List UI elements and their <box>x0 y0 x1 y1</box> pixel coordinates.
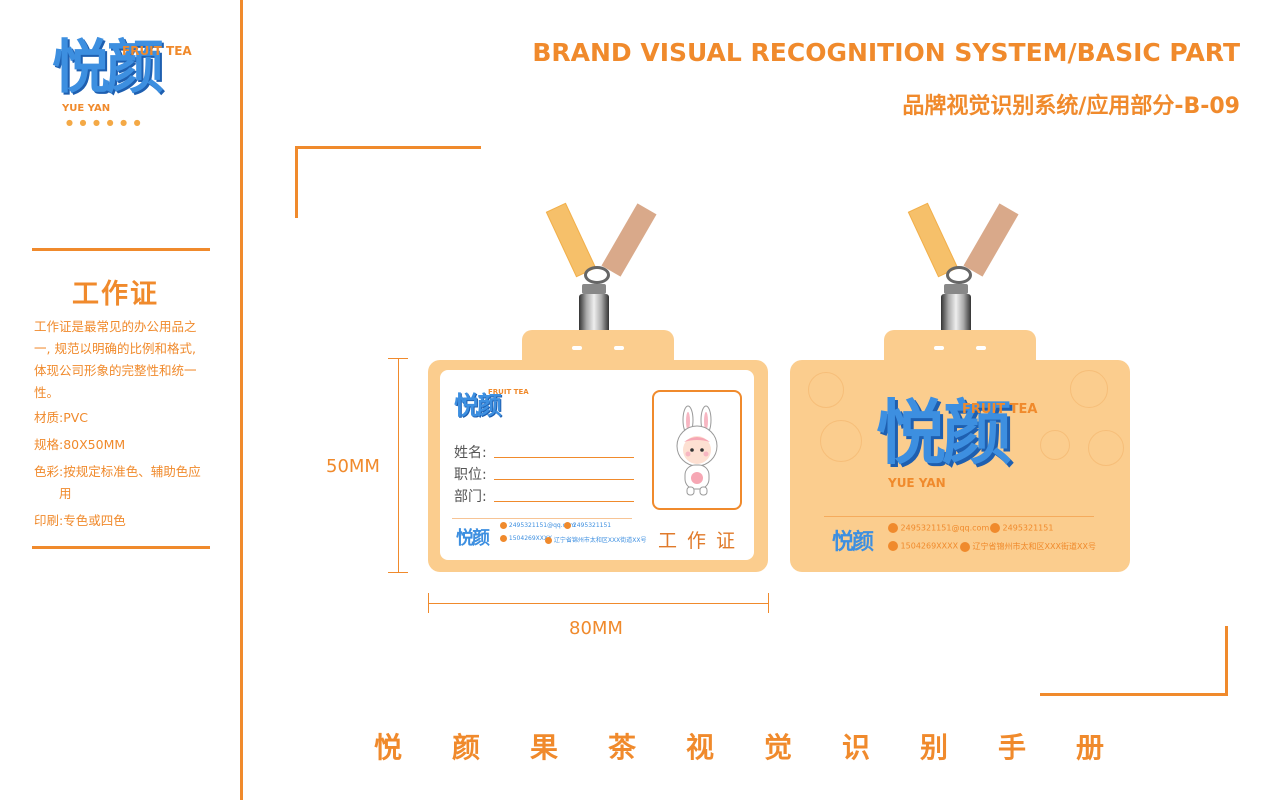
card-back-address-text: 辽宁省锦州市太和区XXX街道XX号 <box>972 542 1096 551</box>
deco-fruit-icon <box>808 372 844 408</box>
sidebar-divider <box>240 0 243 800</box>
brand-logo: 悦颜 <box>52 33 164 101</box>
card-front-id-title: 工作证 <box>658 530 746 552</box>
bracket-top-left-h <box>295 146 481 149</box>
width-dimension-line <box>428 603 768 604</box>
height-dimension-tick-bottom <box>388 572 408 573</box>
mascot-bunny-icon <box>676 405 718 496</box>
lanyard-strap-plain <box>601 203 657 277</box>
deco-apple-icon <box>1070 370 1108 408</box>
card-back-email-text: 2495321151@qq.com <box>900 523 990 533</box>
header-title-cn: 品牌视觉识别系统/应用部分-B-09 <box>902 94 1240 119</box>
phone-icon <box>888 541 898 551</box>
field-position-label: 职位: <box>454 467 487 483</box>
card-front-email: 2495321151@qq.com <box>500 522 575 529</box>
card-back-small-logo: 悦颜 <box>832 530 874 555</box>
card-back-tab <box>884 330 1036 364</box>
field-dept-line <box>494 501 634 502</box>
email-icon <box>500 522 507 529</box>
height-dimension-line <box>398 358 399 572</box>
card-back-logo: 悦颜 <box>876 392 1012 474</box>
card-front-hole-left <box>572 346 582 350</box>
spec-print: 印刷:专色或四色 <box>34 513 126 528</box>
bracket-bottom-right-v <box>1225 626 1228 696</box>
field-position-line <box>494 479 634 480</box>
lanyard-ring-back-icon <box>946 266 972 284</box>
spec-size: 规格:80X50MM <box>34 437 126 452</box>
card-back-qq-text: 2495321151 <box>1002 523 1054 533</box>
brand-logo-fruit-tea: FRUIT TEA <box>122 44 192 58</box>
card-back-contact-rule <box>824 516 1094 517</box>
logo-fruit-dots-icon: ● ● ● ● ● ● <box>66 118 143 127</box>
sidebar-rule-bottom <box>32 546 210 549</box>
footer-title: 悦颜果茶视觉识别手册 <box>374 731 1155 764</box>
deco-peach-icon <box>1088 430 1124 466</box>
card-front-hole-right <box>614 346 624 350</box>
field-dept-label: 部门: <box>454 489 487 505</box>
lanyard-strap-printed-back <box>907 202 959 278</box>
card-front-qq: 2495321151 <box>564 522 611 529</box>
card-back-logo-yue: YUE YAN <box>888 476 946 490</box>
card-front-phone-text: 1504269XXXX <box>508 535 553 542</box>
phone-icon <box>500 535 507 542</box>
card-back-email: 2495321151@qq.com <box>888 523 989 533</box>
card-back-logo-fruit: FRUIT TEA <box>962 402 1038 417</box>
email-icon <box>888 523 898 533</box>
qq-icon <box>564 522 571 529</box>
card-front-phone: 1504269XXXX <box>500 535 552 542</box>
card-front-tab <box>522 330 674 364</box>
field-name-label: 姓名: <box>454 445 487 461</box>
deco-lemon-icon <box>1040 430 1070 460</box>
card-front-small-logo: 悦颜 <box>456 528 490 549</box>
lanyard-strap-printed <box>545 202 597 278</box>
bracket-top-left-v <box>295 146 298 218</box>
field-name-line <box>494 457 634 458</box>
location-icon <box>960 541 970 552</box>
spec-color: 色彩:按规定标准色、辅助色应 <box>34 464 201 479</box>
card-back-phone-text: 1504269XXXX <box>900 541 959 551</box>
card-back-phone: 1504269XXXX <box>888 541 958 551</box>
header-title-en: BRAND VISUAL RECOGNITION SYSTEM/BASIC PA… <box>532 38 1240 67</box>
card-front-email-text: 2495321151@qq.com <box>508 522 576 529</box>
height-dimension-tick-top <box>388 358 408 359</box>
lanyard-ring-icon <box>584 266 610 284</box>
lanyard-strap-plain-back <box>963 203 1019 277</box>
card-front-qq-text: 2495321151 <box>572 522 612 529</box>
card-back-address: 辽宁省锦州市太和区XXX街道XX号 <box>960 541 1096 552</box>
brand-logo-yue-yan: YUE YAN <box>62 103 111 114</box>
card-front-logo: 悦颜 <box>454 391 502 420</box>
card-back-qq: 2495321151 <box>990 523 1053 533</box>
sidebar-title: 工作证 <box>72 279 159 310</box>
card-back-hole-left <box>934 346 944 350</box>
card-front-contact-rule <box>452 518 632 519</box>
location-icon <box>545 537 552 544</box>
clip-top-back <box>944 284 968 294</box>
sidebar-description: 工作证是最常见的办公用品之一, 规范以明确的比例和格式, 体现公司形象的完整性和… <box>34 319 197 400</box>
spec-material: 材质:PVC <box>34 410 89 425</box>
photo-box <box>652 390 742 510</box>
card-back-hole-right <box>976 346 986 350</box>
card-front-address-text: 辽宁省锦州市太和区XXX街道XX号 <box>553 537 647 544</box>
qq-icon <box>990 523 1000 533</box>
width-dimension-tick-left <box>428 593 429 613</box>
width-dimension-tick-right <box>768 593 769 613</box>
width-dimension-label: 80MM <box>569 618 623 639</box>
clip-top <box>582 284 606 294</box>
card-front-address: 辽宁省锦州市太和区XXX街道XX号 <box>545 535 646 544</box>
card-front-logo-fruit: FRUIT TEA <box>488 388 529 396</box>
bracket-bottom-right-h <box>1040 693 1228 696</box>
spec-color-cont: 用 <box>34 486 72 501</box>
deco-orange-icon <box>820 420 862 462</box>
sidebar-rule-top <box>32 248 210 251</box>
height-dimension-label: 50MM <box>326 456 380 477</box>
